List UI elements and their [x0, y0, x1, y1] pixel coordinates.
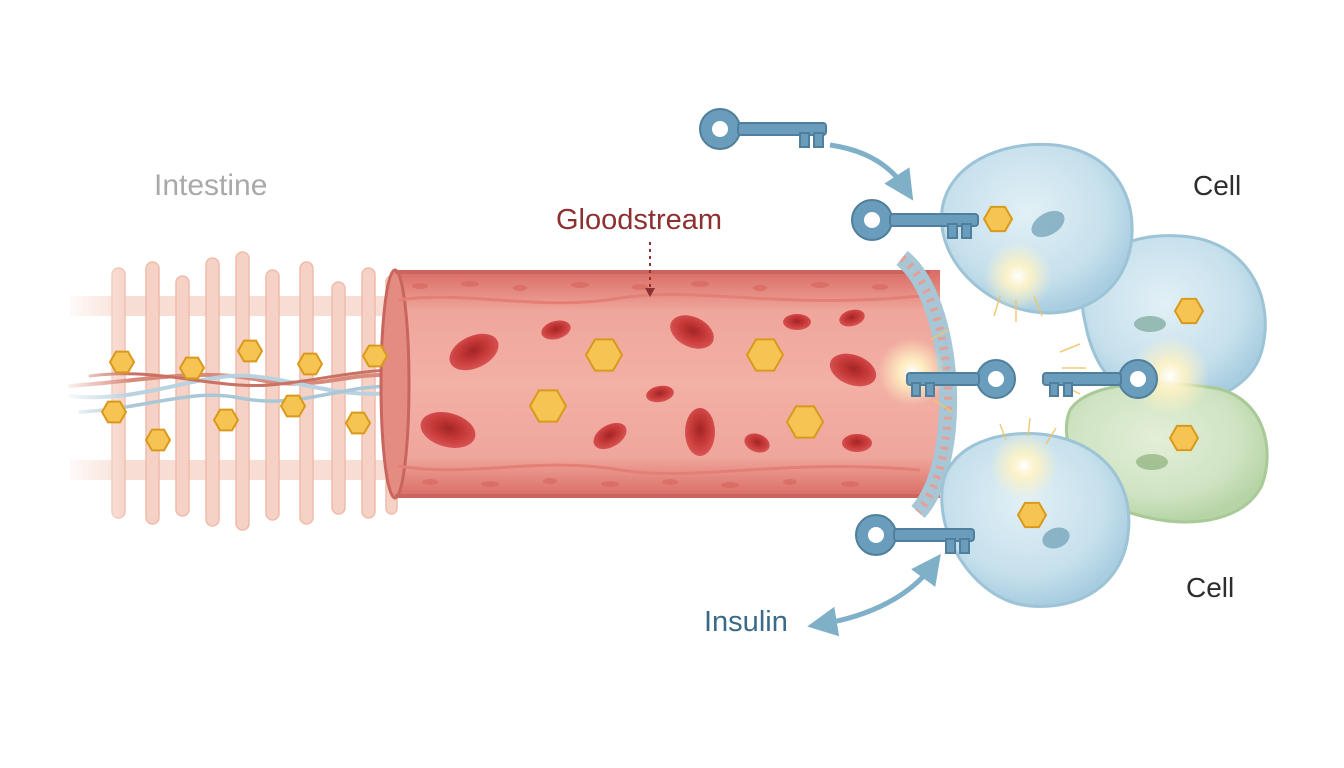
insulin-keys	[699, 108, 1158, 556]
intestine-fade	[60, 250, 130, 540]
glucose-hexagon-icon	[212, 408, 240, 432]
glucose-hexagon-icon	[178, 356, 206, 380]
glucose-hexagon-icon	[1168, 424, 1200, 452]
vessel-wall-cells	[412, 281, 888, 488]
cell-label-top: Cell	[1193, 170, 1242, 201]
cell-label-bottom: Cell	[1186, 572, 1235, 603]
red-blood-cell-icon	[449, 333, 499, 371]
intestine-section	[60, 250, 402, 540]
insulin-key-icon	[699, 108, 827, 150]
glucose-hexagon-icon	[584, 338, 624, 372]
cells-group	[929, 142, 1269, 608]
glucose-hexagon-icon	[108, 350, 136, 374]
glucose-hexagon-icon	[279, 394, 307, 418]
glucose-hexagon-icon	[361, 344, 389, 368]
insulin-key-icon	[855, 514, 975, 556]
arrow-icon	[829, 142, 914, 201]
red-blood-cell-icon	[842, 434, 872, 452]
red-blood-cell-icon	[685, 408, 715, 456]
glucose-hexagon-icon	[785, 405, 825, 439]
glucose-hexagon-icon	[100, 400, 128, 424]
intestine-label: Intestine	[154, 169, 268, 202]
red-blood-cell-icon	[420, 412, 476, 448]
red-blood-cell-icon	[646, 385, 674, 403]
red-blood-cell-icon	[593, 422, 627, 450]
red-blood-cell-icon	[829, 353, 877, 387]
glucose-hexagon-icon	[1016, 501, 1048, 529]
glucose-hexagon-icon	[982, 205, 1014, 233]
glucose-hexagon-icon	[296, 352, 324, 376]
vessel-wall-bottom	[397, 463, 921, 475]
glucose-hexagon-icon	[745, 338, 785, 372]
glucose-hexagon-icon	[528, 389, 568, 423]
insulin-key-icon	[906, 359, 1016, 399]
insulin-label: Insulin	[704, 606, 788, 638]
arrow-icon	[807, 553, 941, 637]
red-blood-cell-icon	[839, 309, 865, 327]
cell-nuclei	[1031, 210, 1168, 549]
vessel-wall-top	[397, 293, 921, 305]
bloodstream-label: Gloodstream	[556, 204, 723, 236]
glucose-molecules	[100, 205, 1205, 529]
glucose-hexagon-icon	[1173, 297, 1205, 325]
blood-vessel	[379, 250, 958, 519]
glucose-hexagon-icon	[236, 339, 264, 363]
glucose-hexagon-icon	[344, 411, 372, 435]
red-blood-cell-icon	[541, 320, 571, 340]
glucose-hexagon-icon	[144, 428, 172, 452]
red-blood-cell-icon	[783, 314, 811, 330]
cell-glows	[984, 242, 1210, 500]
vessel-left-end	[379, 268, 411, 500]
insulin-key-icon	[851, 199, 979, 241]
red-blood-cells	[420, 309, 877, 456]
insulin-key-icon	[1042, 359, 1158, 399]
red-blood-cell-icon	[670, 315, 714, 349]
red-blood-cell-icon	[744, 433, 770, 453]
